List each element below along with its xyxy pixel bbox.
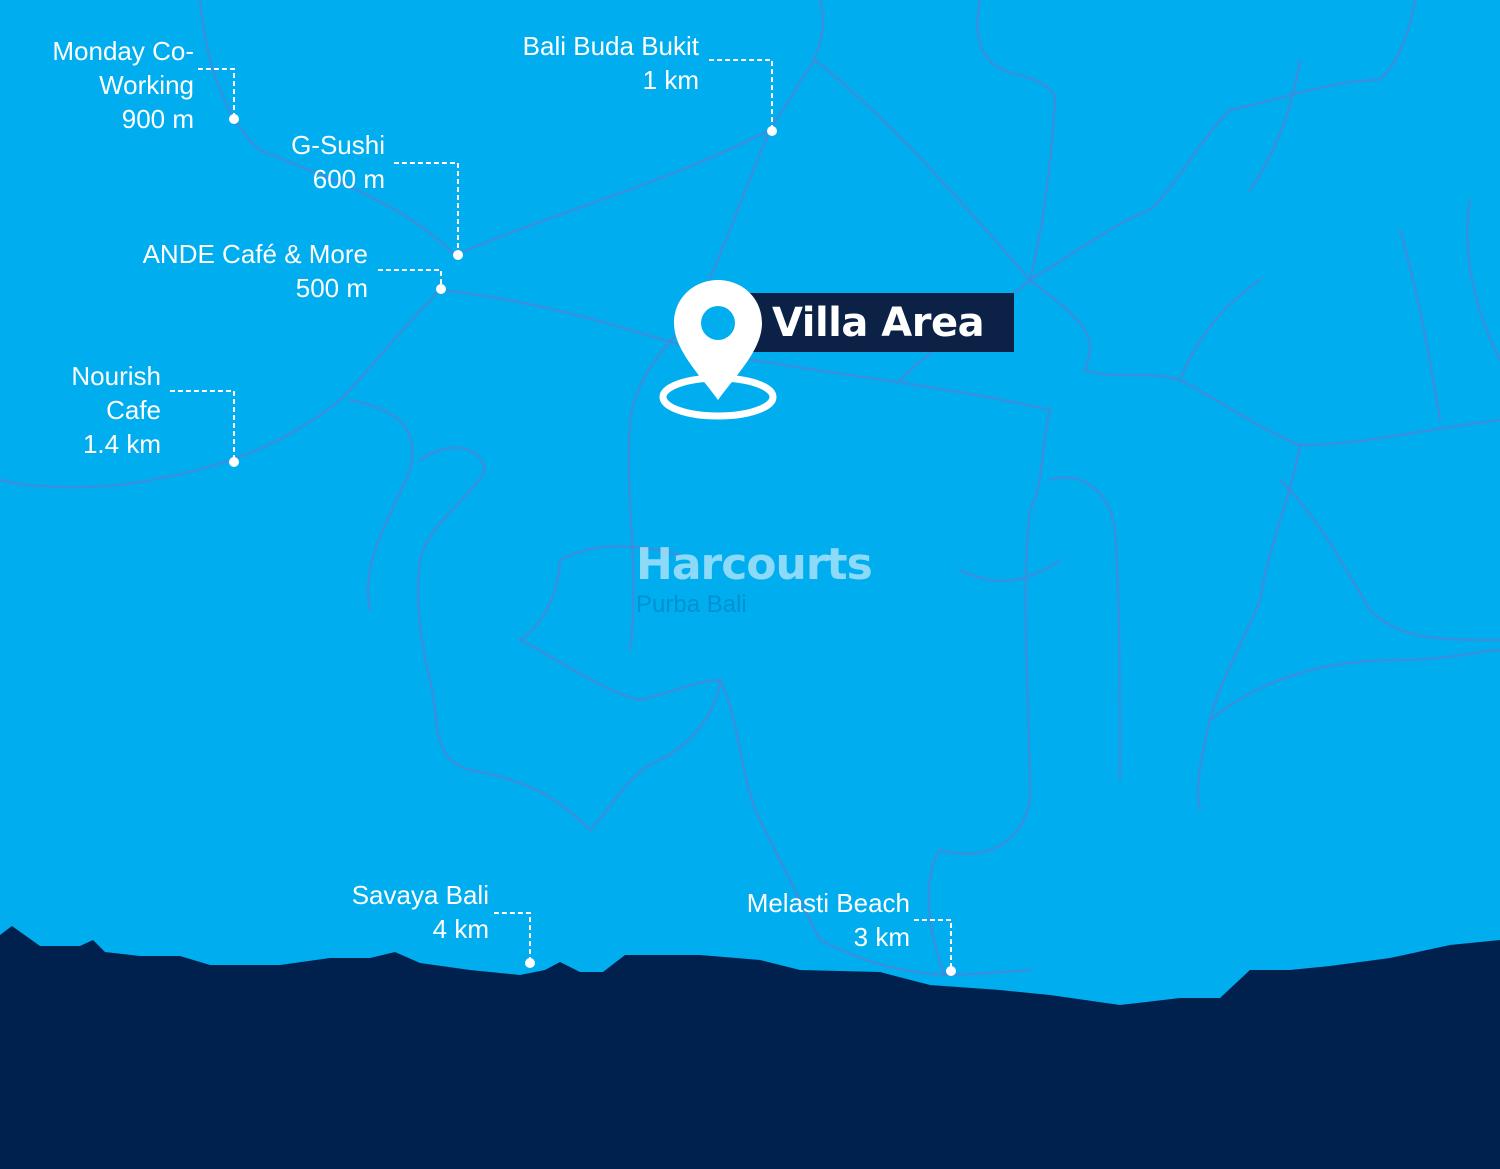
- place-label-nourish-cafe[interactable]: Nourish Cafe 1.4 km: [71, 359, 161, 461]
- leader-nourish: [170, 390, 235, 462]
- place-name: Melasti Beach: [746, 888, 910, 918]
- place-distance: 900 m: [121, 104, 194, 134]
- place-label-ande-cafe[interactable]: ANDE Café & More 500 m: [143, 237, 368, 305]
- place-distance: 1 km: [642, 65, 699, 95]
- leader-gsushi: [394, 162, 459, 255]
- brand-subtitle: Purba Bali: [636, 591, 747, 618]
- place-distance: 4 km: [432, 914, 489, 944]
- leader-monday: [198, 68, 235, 119]
- place-label-bali-buda-bukit[interactable]: Bali Buda Bukit 1 km: [523, 29, 699, 97]
- place-name: Working: [99, 70, 194, 100]
- place-distance: 3 km: [853, 922, 910, 952]
- place-dot: [436, 284, 446, 294]
- place-name: ANDE Café & More: [142, 239, 368, 269]
- place-name: Bali Buda Bukit: [522, 31, 699, 61]
- brand-name: Harcourts: [636, 539, 873, 590]
- villa-area-label[interactable]: Villa Area: [772, 300, 985, 346]
- place-name: G-Sushi: [291, 130, 385, 160]
- leader-savaya: [494, 912, 531, 963]
- harcourts-watermark: Harcourts Purba Bali: [636, 538, 876, 620]
- place-label-g-sushi[interactable]: G-Sushi 600 m: [291, 128, 385, 196]
- leader-ande: [378, 269, 442, 289]
- place-dot: [453, 250, 463, 260]
- place-name: Savaya Bali: [351, 880, 489, 910]
- place-dot: [946, 966, 956, 976]
- place-dot: [525, 958, 535, 968]
- place-dot: [767, 126, 777, 136]
- place-distance: 500 m: [295, 273, 368, 303]
- place-distance: 600 m: [312, 164, 385, 194]
- place-dot: [229, 457, 239, 467]
- place-dot: [229, 114, 239, 124]
- place-label-monday-coworking[interactable]: Monday Co- Working 900 m: [52, 34, 194, 136]
- leader-melasti: [914, 919, 952, 971]
- place-name: Cafe: [106, 395, 161, 425]
- place-label-savaya-bali[interactable]: Savaya Bali 4 km: [352, 878, 489, 946]
- place-name: Monday Co-: [52, 36, 194, 66]
- place-distance: 1.4 km: [82, 429, 161, 459]
- villa-label-box: [748, 293, 1014, 352]
- leader-bali-buda: [709, 59, 773, 131]
- place-label-melasti-beach[interactable]: Melasti Beach 3 km: [747, 886, 910, 954]
- place-name: Nourish: [71, 361, 161, 391]
